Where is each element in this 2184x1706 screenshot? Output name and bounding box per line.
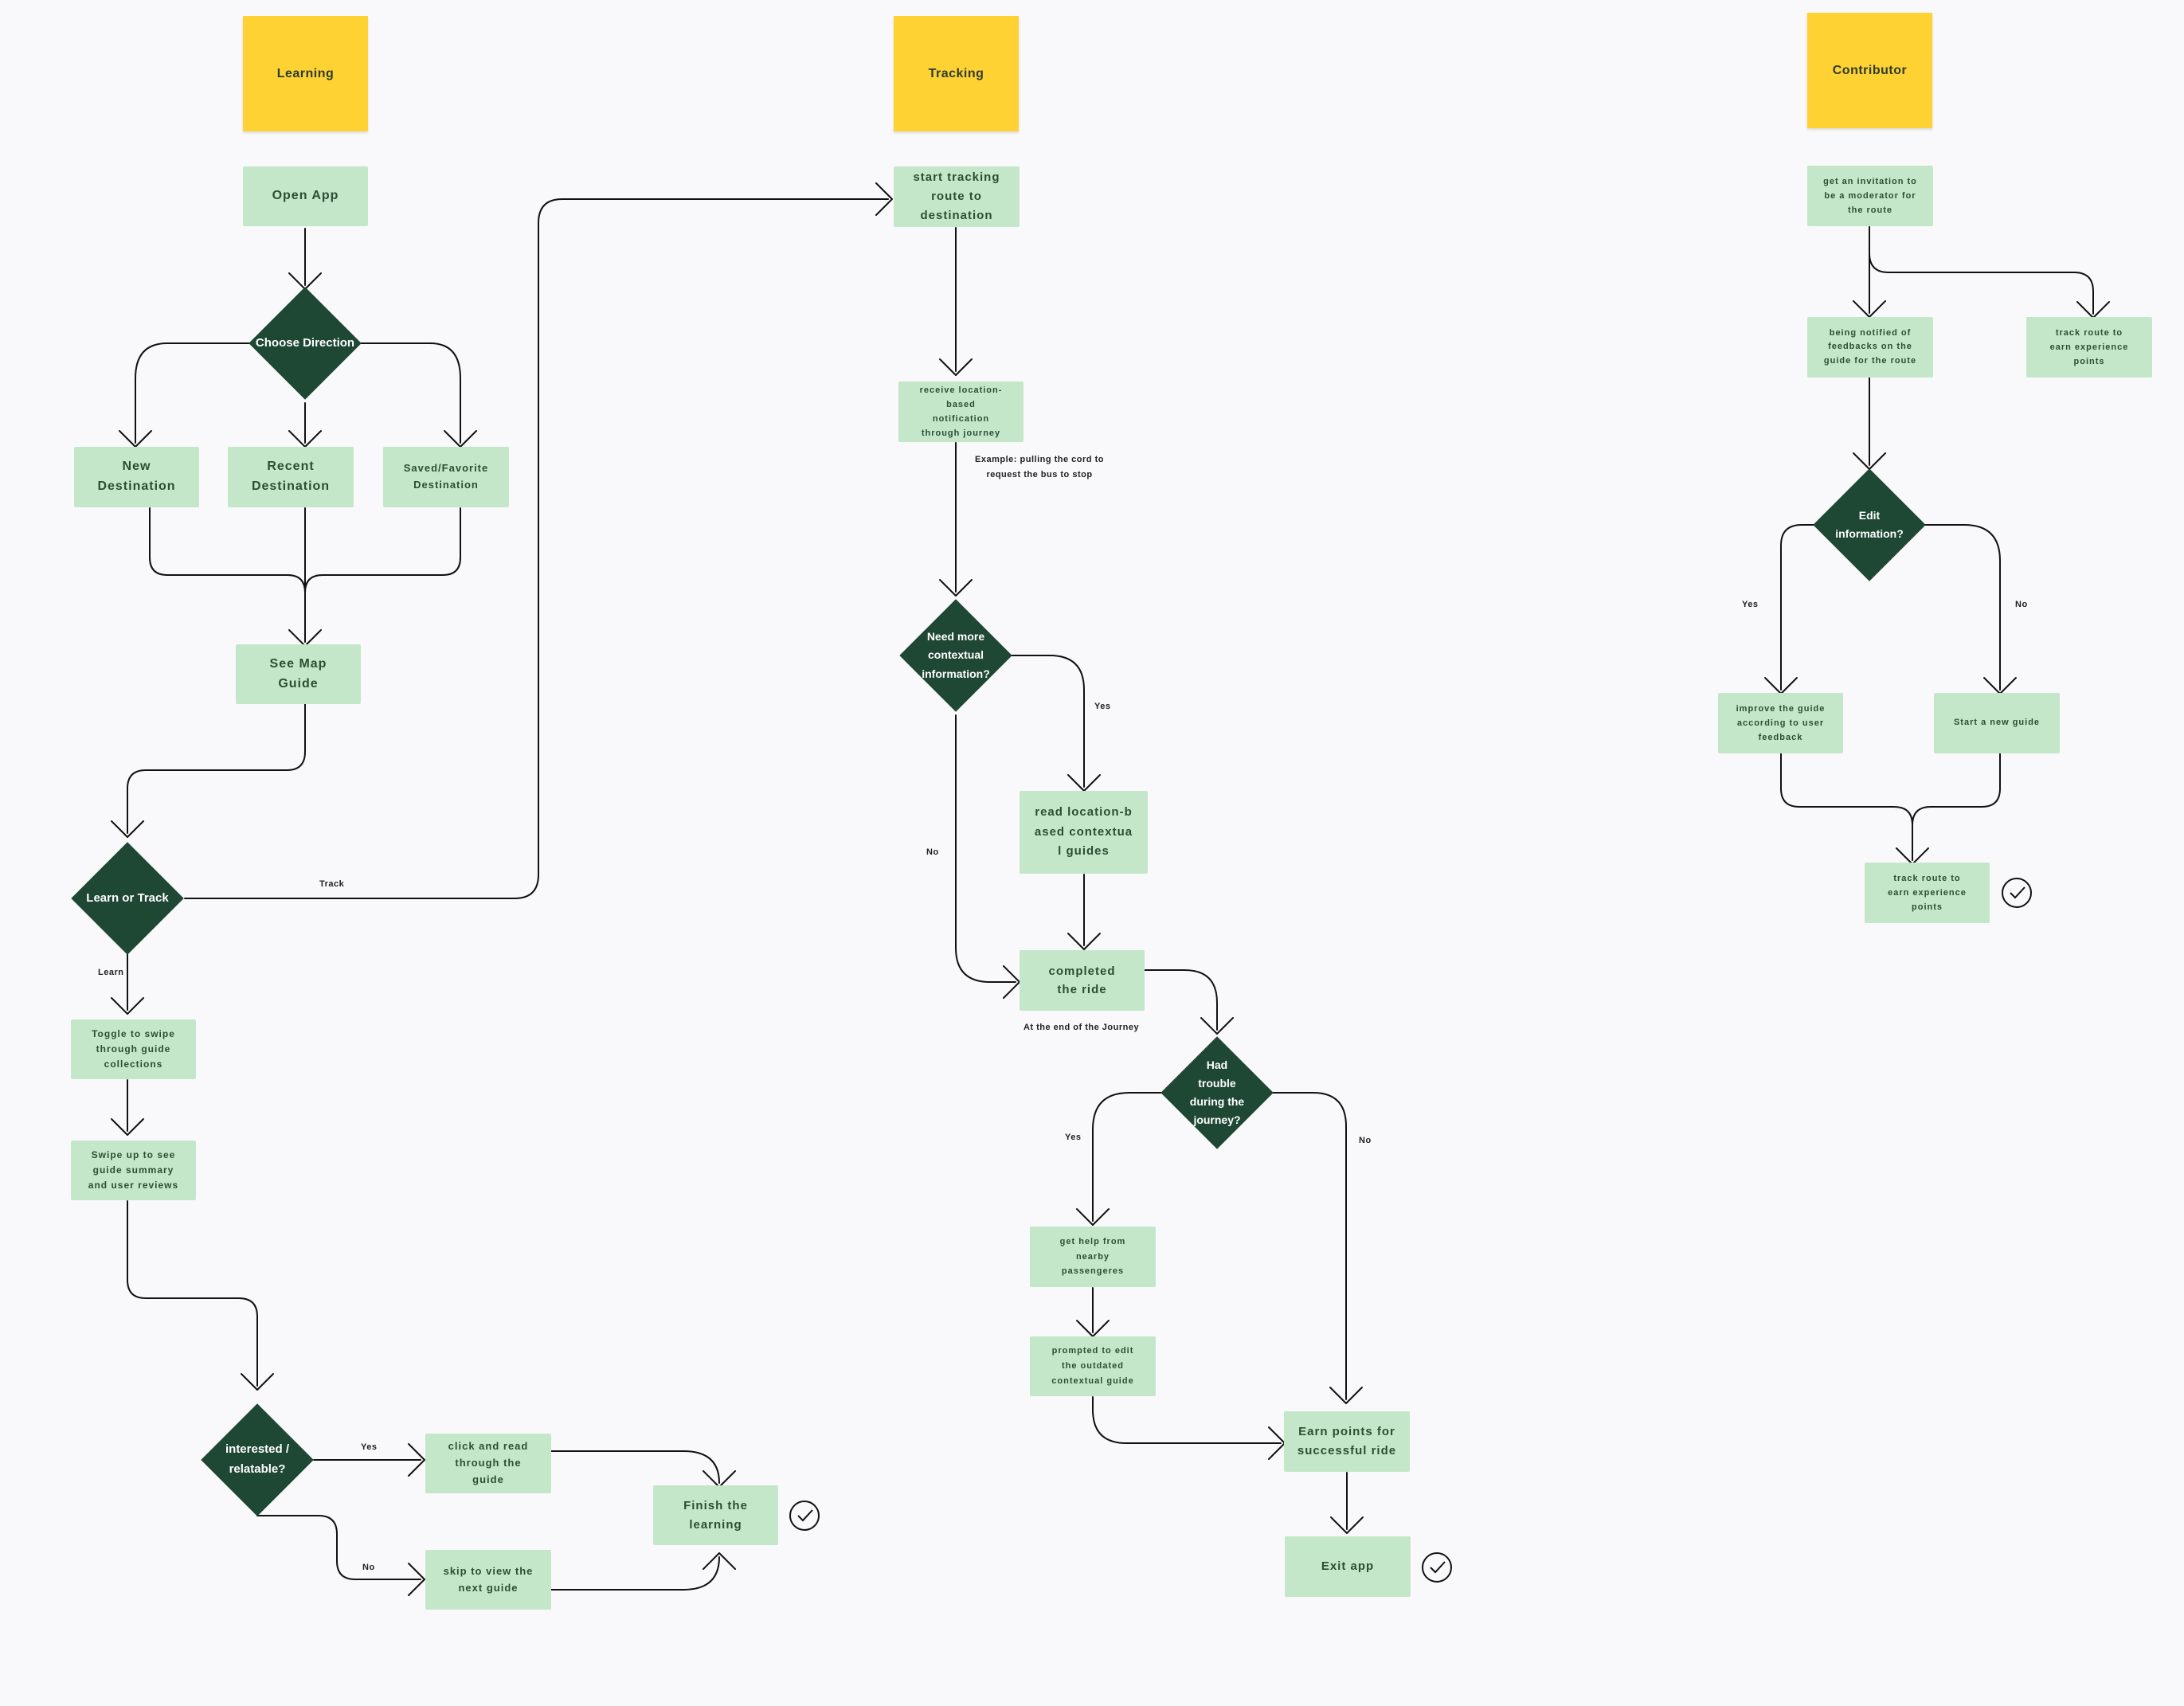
choose-direction-label: Choose Direction (255, 335, 355, 350)
being-notified-node: being notified of feedbacks on the guide… (1807, 317, 1933, 378)
learning-header: Learning (243, 16, 368, 131)
track-route-top-node: track route to earn experience points (2026, 317, 2152, 378)
skip-view-node: skip to view the next guide (425, 1550, 551, 1610)
see-map-guide-node: See Map Guide (236, 644, 361, 704)
click-read-node: click and read through the guide (425, 1434, 551, 1493)
edge-label-yes: Yes (1742, 600, 1759, 609)
prompted-edit-node: prompted to edit the outdated contextual… (1030, 1336, 1156, 1396)
get-invitation-node: get an invitation to be a moderator for … (1807, 166, 1933, 226)
saved-destination-node: Saved/Favorite Destination (383, 447, 509, 507)
earn-points-node: Earn points for successful ride (1284, 1411, 1410, 1472)
check-icon (2002, 878, 2032, 908)
edge-label-no: No (2015, 600, 2028, 609)
example-note: Example: pulling the cord to request the… (975, 455, 1104, 479)
tracking-header: Tracking (894, 16, 1019, 131)
edge-label-no: No (1359, 1136, 1372, 1145)
receive-notification-node: receive location-based notification thro… (898, 382, 1024, 442)
had-trouble-label: Had trouble during the journey? (1189, 1058, 1245, 1127)
edge-label-no: No (926, 847, 939, 857)
end-of-journey-note: At the end of the Journey (1023, 1023, 1140, 1032)
edge-label-learn: Learn (98, 968, 124, 977)
contributor-header: Contributor (1807, 13, 1932, 128)
open-app-node: Open App (243, 166, 368, 226)
edit-information-label: Edit information? (1835, 508, 1904, 540)
start-tracking-node: start tracking route to destination (894, 166, 1020, 227)
swipe-up-node: Swipe up to see guide summary and user r… (71, 1141, 196, 1200)
track-route-bottom-node: track route to earn experience points (1865, 863, 1990, 923)
learn-or-track-label: Learn or Track (86, 890, 169, 905)
exit-app-node: Exit app (1285, 1536, 1411, 1597)
improve-guide-node: improve the guide according to user feed… (1718, 693, 1843, 753)
edge-label-no: No (362, 1563, 375, 1572)
new-destination-node: New Destination (74, 447, 199, 507)
check-icon (789, 1501, 820, 1531)
toggle-swipe-node: Toggle to swipe through guide collection… (71, 1019, 196, 1079)
finish-learning-node: Finish the learning (653, 1485, 778, 1545)
read-guides-node: read location-based contextual guides (1020, 791, 1148, 874)
get-help-node: get help from nearby passengeres (1030, 1227, 1156, 1287)
edge-label-yes: Yes (1094, 702, 1111, 711)
edge-label-track: Track (319, 879, 345, 889)
recent-destination-node: Recent Destination (228, 447, 354, 507)
check-icon (1422, 1552, 1452, 1583)
start-new-guide-node: Start a new guide (1934, 693, 2060, 753)
edge-label-yes: Yes (1065, 1133, 1082, 1142)
need-more-info-label: Need more contextual information? (922, 630, 990, 680)
interested-label: interested / relatable? (225, 1442, 290, 1476)
edge-label-yes: Yes (361, 1442, 378, 1452)
completed-ride-node: completed the ride (1020, 950, 1145, 1011)
